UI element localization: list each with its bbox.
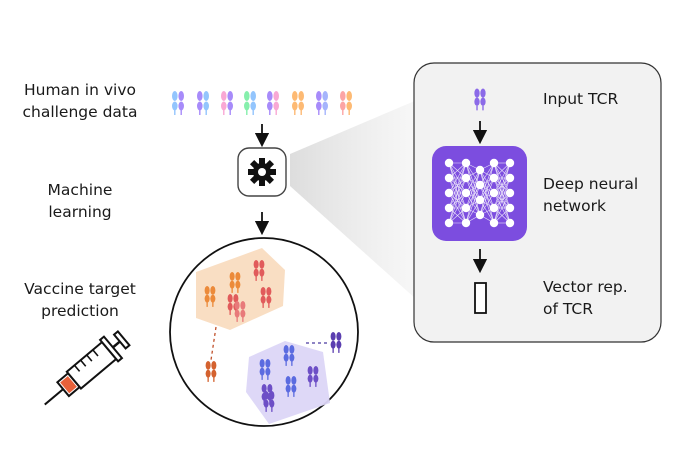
tcr-molecule-icon [263,391,275,412]
tcr-molecule-icon [253,260,265,281]
tcr-molecule-icon [221,91,233,115]
tcr-molecule-icon [283,345,295,366]
tcr-molecule-icon [229,272,241,293]
gear-icon [237,147,287,197]
tcr-molecule-icon [227,294,239,315]
tcr-molecule-icon [474,88,486,111]
tcr-molecule-icon [260,287,272,308]
tcr-molecule-icon [340,91,353,115]
neural-network-icon [432,146,527,241]
vector-label: Vector rep. of TCR [543,278,628,318]
tcr-molecule-icon [244,91,256,115]
syringe-icon [44,330,131,406]
machine-learning-label: Machine learning [47,181,113,221]
input-tcr-label: Input TCR [543,90,619,108]
cluster-tcrs [204,260,342,412]
tcr-molecule-icon [259,359,271,380]
tcr-molecule-icon [285,376,297,397]
tcr-molecule-icon [292,91,305,115]
vaccine-target-label: Vaccine target prediction [24,280,136,320]
tcr-molecule-icon [330,332,342,353]
challenge-data-label: Human in vivo challenge data [22,81,138,121]
tcr-molecule-icon [316,91,329,115]
input-tcr-icon [474,88,486,111]
tcr-molecule-icon [307,366,319,387]
tcr-molecule-icon [267,91,280,115]
tcr-molecule-icon [234,301,246,322]
tcr-molecule-icon [172,91,184,115]
tcr-molecule-icon [197,91,209,115]
vector-bracket-icon [474,282,487,314]
dnn-label: Deep neural network [543,175,639,215]
tcr-molecule-icon [204,286,216,307]
tcr-row [172,91,353,115]
tcr-molecule-icon [205,361,217,382]
zoom-wedge [290,100,417,300]
